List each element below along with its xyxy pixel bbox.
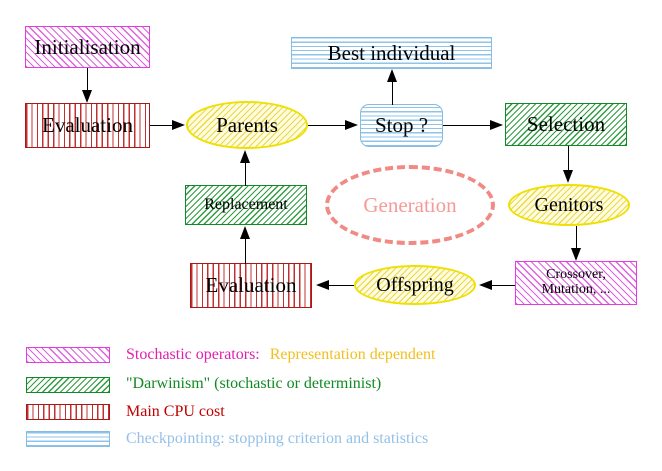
- node-genitors[interactable]: Genitors: [508, 184, 630, 226]
- node-stop-label: Stop ?: [374, 113, 429, 138]
- legend-label-representation-dependent: Representation dependent: [269, 346, 436, 363]
- edge-genitors-to-crossover: [576, 226, 578, 250]
- legend-label-darwinism: "Darwinism" (stochastic or determinist): [126, 375, 382, 392]
- node-stop[interactable]: Stop ?: [360, 104, 443, 147]
- arrowhead-evaluation-to-parents: [172, 119, 185, 130]
- legend-row-stochastic-operators: Stochastic operators: Representation depe…: [126, 346, 435, 364]
- annotation-generation-label: Generation: [363, 192, 457, 217]
- arrowhead-stop-to-selection: [490, 119, 503, 130]
- arrowhead-genitors-to-crossover: [570, 248, 581, 261]
- node-offspring-label: Offspring: [376, 273, 454, 296]
- node-replacement-label: Replacement: [204, 195, 288, 213]
- node-parents-label: Parents: [216, 112, 278, 137]
- legend-swatch-stochastic-operators: [26, 347, 110, 363]
- arrowhead-initialisation-to-evaluation: [81, 90, 92, 103]
- legend-row-checkpointing: Checkpointing: stopping criterion and st…: [126, 430, 428, 448]
- legend-label-stochastic-operators: Stochastic operators:: [126, 346, 260, 363]
- legend-swatch-main-cpu-cost: [26, 404, 110, 420]
- legend-label-checkpointing: Checkpointing: stopping criterion and st…: [126, 430, 429, 447]
- node-parents[interactable]: Parents: [186, 101, 308, 149]
- edge-initialisation-to-evaluation: [87, 68, 89, 92]
- edge-parents-to-stop: [308, 125, 347, 127]
- annotation-generation-cycle: Generation: [325, 165, 495, 245]
- arrowhead-crossover-to-offspring: [479, 279, 492, 290]
- edge-evaluation-to-replacement: [245, 238, 247, 264]
- edge-crossover-to-offspring: [491, 285, 515, 287]
- legend-row-darwinism: "Darwinism" (stochastic or determinist): [126, 375, 381, 393]
- edge-offspring-to-evaluation: [328, 285, 354, 287]
- node-replacement[interactable]: Replacement: [185, 185, 307, 225]
- edge-selection-to-genitors: [568, 146, 570, 172]
- node-evaluation-top[interactable]: Evaluation: [25, 103, 150, 148]
- edge-stop-to-selection: [443, 125, 491, 127]
- arrowhead-evaluation-to-replacement: [239, 226, 250, 239]
- node-best-individual[interactable]: Best individual: [291, 37, 492, 69]
- arrowhead-stop-to-best-individual: [386, 69, 397, 82]
- node-evaluation-bottom-label: Evaluation: [205, 273, 297, 298]
- node-crossover-mutation[interactable]: Crossover, Mutation, ...: [515, 261, 637, 305]
- node-initialisation[interactable]: Initialisation: [25, 26, 150, 68]
- arrowhead-replacement-to-parents: [239, 150, 250, 163]
- legend-label-main-cpu-cost: Main CPU cost: [126, 403, 225, 420]
- legend-swatch-darwinism: [26, 377, 110, 393]
- arrowhead-selection-to-genitors: [562, 170, 573, 183]
- arrowhead-offspring-to-evaluation: [316, 279, 329, 290]
- legend-swatch-checkpointing: [26, 431, 110, 447]
- node-initialisation-label: Initialisation: [34, 34, 141, 59]
- node-genitors-label: Genitors: [534, 193, 604, 216]
- edge-evaluation-to-parents: [150, 125, 175, 127]
- edge-replacement-to-parents: [245, 163, 247, 186]
- legend-row-main-cpu-cost: Main CPU cost: [126, 403, 225, 421]
- node-crossover-mutation-label: Crossover, Mutation, ...: [541, 267, 611, 297]
- node-selection[interactable]: Selection: [505, 103, 627, 146]
- node-offspring[interactable]: Offspring: [354, 265, 476, 305]
- node-evaluation-top-label: Evaluation: [42, 113, 133, 138]
- node-evaluation-bottom[interactable]: Evaluation: [190, 263, 312, 308]
- node-selection-label: Selection: [526, 112, 606, 137]
- arrowhead-parents-to-stop: [345, 119, 358, 130]
- node-best-individual-label: Best individual: [327, 40, 456, 65]
- edge-stop-to-best-individual: [392, 81, 394, 105]
